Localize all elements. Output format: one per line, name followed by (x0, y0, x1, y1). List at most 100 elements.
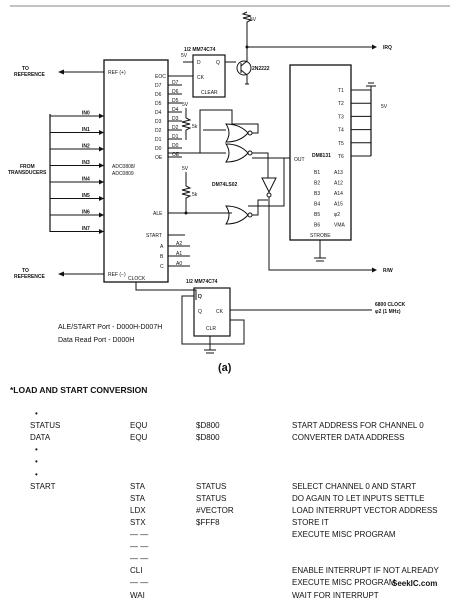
addr-a2: A2 (176, 241, 182, 247)
adc-output-d4-wire: D4 (172, 107, 179, 113)
ff-bot-d: D (198, 294, 202, 300)
program-label: • (35, 445, 38, 455)
program-line: • (0, 408, 460, 420)
program-op: — — (130, 542, 149, 552)
transistor-label: 2N2222 (252, 66, 270, 72)
ff-bot-q: Q (198, 309, 202, 315)
transistor-5v: 5V (250, 17, 257, 23)
dm-pin-t2: T2 (338, 101, 344, 107)
adc-input-in5: IN5 (82, 193, 90, 199)
adc-input-in7: IN7 (82, 226, 90, 232)
program-op: STX (130, 517, 146, 527)
ale-port-note: ALE/START Port - D000H-D007H (58, 324, 163, 331)
program-op: CLI (130, 566, 143, 576)
dm-pin-b5: B5 (314, 212, 320, 218)
adc-output-d0: D0 (155, 146, 162, 152)
dm-pin-addr-5: VMA (334, 223, 346, 229)
adc-input-in4: IN4 (82, 177, 90, 183)
circuit-schematic: ADC0808/ ADC0809 IN0IN1IN2IN3IN4IN5IN6IN… (8, 5, 450, 354)
ff-top-5v: 5V (181, 53, 188, 59)
dm-pin-b2: B2 (314, 181, 320, 187)
adc-output-d5: D5 (155, 101, 162, 107)
program-comment: EXECUTE MISC PROGRAM (292, 578, 396, 588)
dm-pin-b4: B4 (314, 202, 320, 208)
dm8131-out: OUT (294, 157, 305, 163)
adc-input-in1: IN1 (82, 127, 90, 133)
adc-input-in0: IN0 (82, 111, 90, 117)
ff-top-title: 1/2 MM74C74 (184, 47, 216, 53)
irq-label: IRQ (383, 45, 392, 51)
to-reference-bottom-2: REFERENCE (14, 274, 46, 280)
nor-gate-3 (225, 205, 249, 225)
program-line: — — EXECUTE MISC PROGRAM (0, 577, 460, 589)
program-line: — — (0, 553, 460, 565)
dm-pin-t5: T5 (338, 141, 344, 147)
adc-start-pin: START (146, 233, 162, 239)
to-reference-top: TO (22, 66, 29, 72)
program-arg: #VECTOR (196, 505, 234, 515)
dm8131-5v: 5V (381, 104, 388, 110)
transistor-2n2222 (236, 60, 252, 76)
clock-sub: φ2 (1 MHz) (375, 309, 401, 315)
program-comment: DO AGAIN TO LET INPUTS SETTLE (292, 493, 425, 503)
adc-ale-pin: ALE (153, 211, 163, 217)
adc-output-eoc: EOC (155, 74, 166, 80)
program-line: • (0, 444, 460, 456)
adc-a-pin: A (160, 244, 164, 250)
gate-chip-label: DM74LS02 (212, 182, 238, 188)
program-comment: STORE IT (292, 517, 329, 527)
adc-c-pin: C (160, 264, 164, 270)
dm-pin-addr-3: A15 (334, 202, 343, 208)
program-arg: STATUS (196, 481, 227, 491)
program-arg: $FFF8 (196, 517, 220, 527)
ff-top-d: D (197, 60, 201, 66)
nor-gate-2 (225, 143, 249, 163)
from-transducers-2: TRANSDUCERS (8, 170, 47, 176)
adc-chip-name: ADC0808/ (112, 164, 136, 170)
adc-output-oe: OE (155, 155, 163, 161)
adc-output-d3: D3 (155, 119, 162, 125)
program-line: — —EXECUTE MISC PROGRAM (0, 529, 460, 541)
addr-a1: A1 (176, 251, 182, 257)
dm-pin-t4: T4 (338, 128, 344, 134)
ff-bot-ck: CK (216, 309, 224, 315)
dm-pin-addr-4: φ2 (334, 212, 340, 218)
program-op: — — (130, 554, 149, 564)
resistor-5k-top: 5k (192, 124, 198, 130)
program-label: DATA (30, 433, 51, 443)
addr-a0: A0 (176, 261, 182, 267)
program-label: • (35, 457, 38, 467)
program-comment: CONVERTER DATA ADDRESS (292, 433, 405, 443)
dm8131-title: DM8131 (312, 153, 331, 159)
dm-pin-t1: T1 (338, 88, 344, 94)
ff-top-clear: CLEAR (201, 90, 218, 96)
adc-clock-pin: CLOCK (128, 276, 146, 282)
program-comment: LOAD INTERRUPT VECTOR ADDRESS (292, 505, 438, 515)
dm-pin-addr-0: A13 (334, 170, 343, 176)
program-line: STX $FFF8 STORE IT (0, 517, 460, 529)
adc-output-d5-wire: D5 (172, 98, 179, 104)
dm8131-strobe: STROBE (310, 233, 331, 239)
resistor-5v-bottom: 5V (182, 166, 189, 172)
adc-input-in2: IN2 (82, 144, 90, 150)
data-port-note: Data Read Port - D000H (58, 337, 135, 344)
program-header: *LOAD AND START CONVERSION (10, 385, 148, 395)
watermark-logo: SeekIC.com (392, 579, 438, 588)
nor-gate-1 (225, 123, 249, 143)
program-op: EQU (130, 421, 148, 431)
adc-ref-plus: REF (+) (108, 70, 126, 76)
resistor-5v-top: 5V (182, 102, 189, 108)
adc-output-d6: D6 (155, 92, 162, 98)
program-op: — — (130, 578, 149, 588)
ff-bot-clr: CLR (206, 326, 216, 332)
figure-label: (a) (218, 362, 232, 374)
program-label: START (30, 481, 56, 491)
program-comment: EXECUTE MISC PROGRAM (292, 530, 396, 539)
inverter (261, 177, 277, 194)
